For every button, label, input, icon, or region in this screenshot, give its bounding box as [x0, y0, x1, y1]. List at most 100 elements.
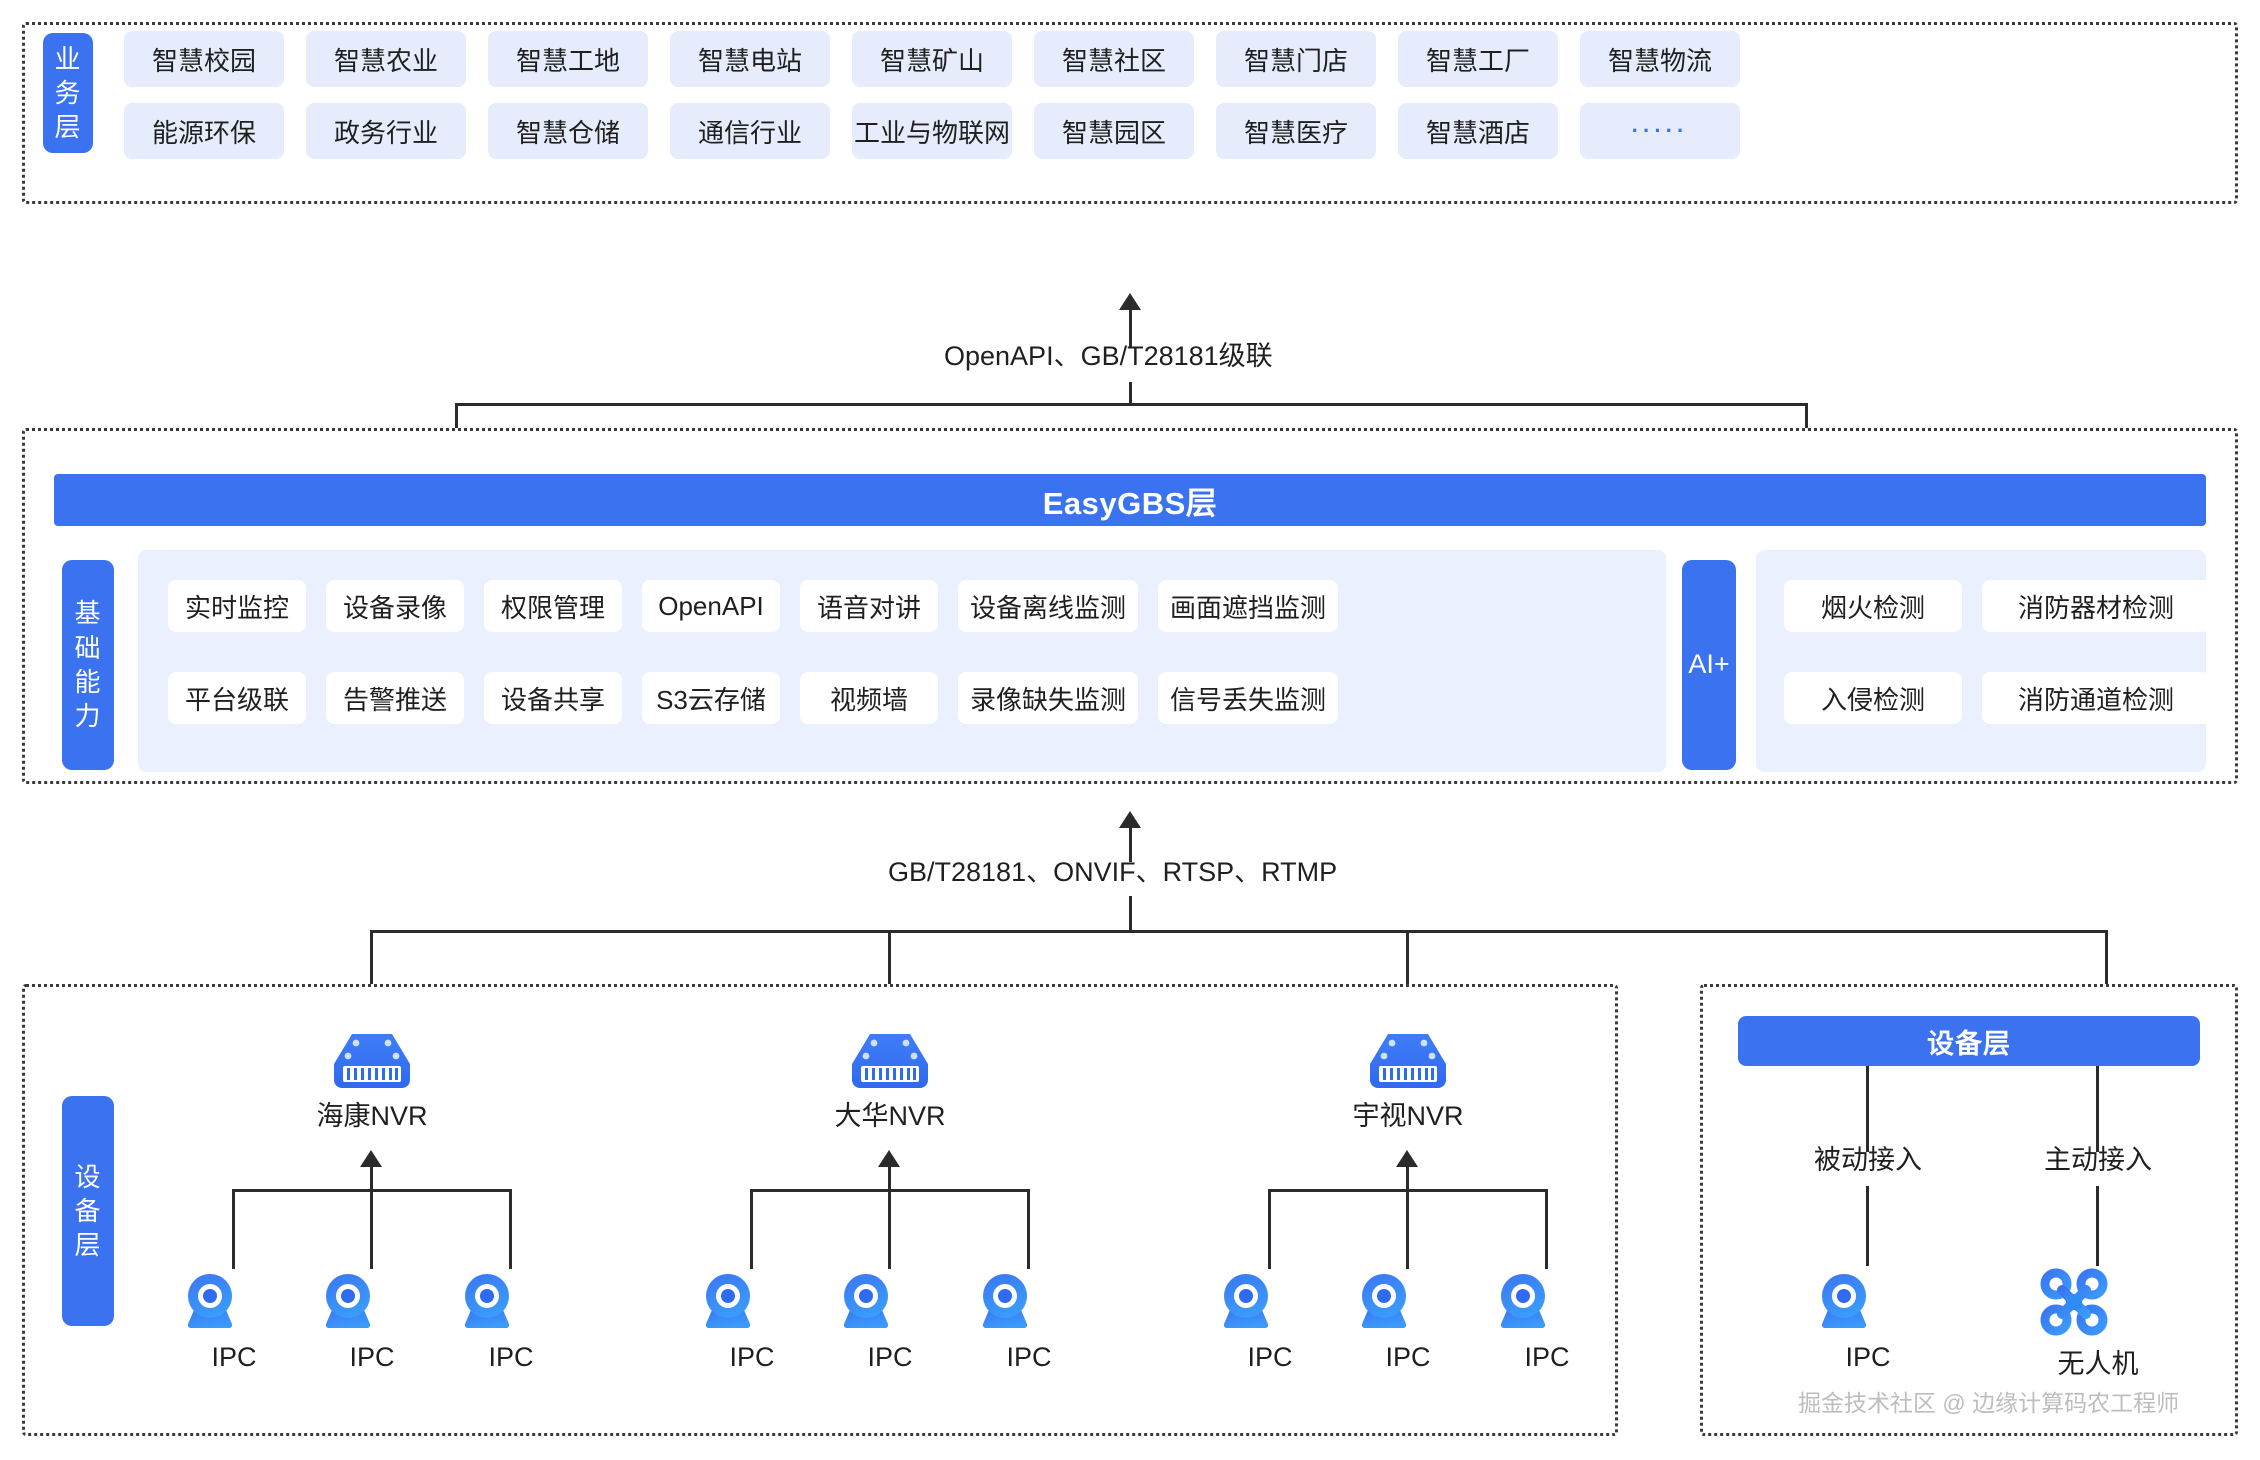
device-layer-panel: [22, 984, 1618, 1436]
device-layer-right-title: 设备层: [1927, 1028, 2011, 1059]
ipc-node: IPC: [1348, 1266, 1468, 1373]
ipc-node: IPC: [830, 1266, 950, 1373]
camera-icon: [325, 1274, 371, 1329]
capability-chip[interactable]: 设备离线监测: [958, 580, 1138, 632]
ai-capability-chip[interactable]: 入侵检测: [1784, 672, 1962, 724]
camera-icon: [464, 1274, 510, 1329]
connector-vline-bottom: [1129, 826, 1132, 862]
connector-label-bottom: GB/T28181、ONVIF、RTSP、RTMP: [888, 857, 1338, 887]
access-line-passive-bottom: [1866, 1186, 1869, 1266]
access-mode-label-active: 主动接入: [2044, 1145, 2152, 1175]
capability-chip[interactable]: 信号丢失监测: [1158, 672, 1338, 724]
ipc-label: IPC: [1247, 1342, 1293, 1372]
nvr-icon: [326, 1030, 418, 1092]
ipc-node: IPC: [692, 1266, 812, 1373]
capability-chip[interactable]: OpenAPI: [642, 580, 780, 632]
capability-chip[interactable]: 平台级联: [168, 672, 306, 724]
business-layer-tab: 业务层: [43, 33, 93, 153]
access-line-passive-top: [1866, 1066, 1869, 1152]
capability-chip[interactable]: 告警推送: [326, 672, 464, 724]
connector-branch-right-top: [1805, 403, 1808, 428]
capability-tab-label: 基础能力: [74, 598, 102, 732]
business-chip[interactable]: 政务行业: [306, 103, 466, 159]
business-chip[interactable]: 智慧医疗: [1216, 103, 1376, 159]
capability-chip[interactable]: 实时监控: [168, 580, 306, 632]
ai-capability-chip[interactable]: 消防通道检测: [1982, 672, 2210, 724]
camera-icon: [982, 1274, 1028, 1329]
connector-vline-bottom-lower: [1129, 896, 1132, 932]
device-layer-tab: 设备层: [62, 1096, 114, 1326]
ipc-node: IPC: [312, 1266, 432, 1373]
business-chip[interactable]: 智慧社区: [1034, 31, 1194, 87]
capability-chip[interactable]: S3云存储: [642, 672, 780, 724]
nvr-arrow-up: [878, 1150, 900, 1167]
ipc-label: IPC: [729, 1342, 775, 1372]
access-line-active-top: [2096, 1066, 2099, 1152]
drone-label: 无人机: [2057, 1349, 2139, 1379]
ai-capability-box: 烟火检测 消防器材检测 入侵检测 消防通道检测: [1756, 550, 2210, 772]
business-chip[interactable]: 智慧园区: [1034, 103, 1194, 159]
camera-icon: [843, 1274, 889, 1329]
nvr-label: 宇视NVR: [1352, 1101, 1464, 1131]
capability-chip[interactable]: 画面遮挡监测: [1158, 580, 1338, 632]
business-row-1: 智慧校园 智慧农业 智慧工地 智慧电站 智慧矿山 智慧社区 智慧门店 智慧工厂 …: [124, 31, 1740, 87]
connector-vline-top-lower: [1129, 382, 1132, 406]
business-chip[interactable]: 工业与物联网: [852, 103, 1012, 159]
business-chip[interactable]: 智慧酒店: [1398, 103, 1558, 159]
business-chip[interactable]: 能源环保: [124, 103, 284, 159]
capability-chip[interactable]: 设备录像: [326, 580, 464, 632]
ipc-node: IPC: [969, 1266, 1089, 1373]
business-chip[interactable]: 智慧物流: [1580, 31, 1740, 87]
capability-chip[interactable]: 设备共享: [484, 672, 622, 724]
ai-row-1: 烟火检测 消防器材检测: [1784, 580, 2210, 632]
capability-box: 实时监控 设备录像 权限管理 OpenAPI 语音对讲 设备离线监测 画面遮挡监…: [138, 550, 1666, 772]
camera-icon: [1821, 1274, 1867, 1329]
camera-icon: [187, 1274, 233, 1329]
ipc-drop: [1406, 1189, 1409, 1269]
business-chip[interactable]: 智慧工厂: [1398, 31, 1558, 87]
nvr-stem: [1406, 1165, 1409, 1191]
ipc-drop: [509, 1189, 512, 1269]
nvr-arrow-up: [360, 1150, 382, 1167]
business-chip[interactable]: 通信行业: [670, 103, 830, 159]
access-mode-label-passive: 被动接入: [1814, 1145, 1922, 1175]
business-chip[interactable]: 智慧仓储: [488, 103, 648, 159]
capability-chip[interactable]: 录像缺失监测: [958, 672, 1138, 724]
business-chip-more[interactable]: ·····: [1580, 103, 1740, 159]
ipc-label: IPC: [211, 1342, 257, 1372]
ai-capability-chip[interactable]: 消防器材检测: [1982, 580, 2210, 632]
easygbs-title-bar: EasyGBS层: [54, 474, 2206, 526]
connector-hline-top: [455, 403, 1808, 406]
capability-row-2: 平台级联 告警推送 设备共享 S3云存储 视频墙 录像缺失监测 信号丢失监测: [168, 672, 1338, 724]
device-layer-right-title-bar: 设备层: [1738, 1016, 2200, 1066]
ipc-node: IPC: [1487, 1266, 1607, 1373]
capability-chip[interactable]: 语音对讲: [800, 580, 938, 632]
ipc-node-passive: IPC: [1808, 1266, 1928, 1373]
ipc-drop: [1268, 1189, 1271, 1269]
capability-chip[interactable]: 视频墙: [800, 672, 938, 724]
camera-icon: [1223, 1274, 1269, 1329]
drone-node: 无人机: [2038, 1266, 2158, 1381]
easygbs-title: EasyGBS层: [1042, 485, 1218, 521]
nvr-icon: [844, 1030, 936, 1092]
ipc-label: IPC: [1006, 1342, 1052, 1372]
ipc-node: IPC: [1210, 1266, 1330, 1373]
ipc-label: IPC: [1385, 1342, 1431, 1372]
nvr-label: 海康NVR: [316, 1101, 428, 1131]
business-chip[interactable]: 智慧校园: [124, 31, 284, 87]
ipc-node: IPC: [451, 1266, 571, 1373]
business-chip[interactable]: 智慧电站: [670, 31, 830, 87]
business-chip[interactable]: 智慧矿山: [852, 31, 1012, 87]
business-chip[interactable]: 智慧农业: [306, 31, 466, 87]
camera-icon: [705, 1274, 751, 1329]
nvr-arrow-up: [1396, 1150, 1418, 1167]
capability-chip[interactable]: 权限管理: [484, 580, 622, 632]
connector-branch-left-top: [455, 403, 458, 428]
nvr-stem: [888, 1165, 891, 1191]
business-chip[interactable]: 智慧工地: [488, 31, 648, 87]
ai-plus-tab-label: AI+: [1688, 649, 1730, 680]
watermark: 掘金技术社区 @ 边缘计算码农工程师: [1798, 1390, 2180, 1416]
business-chip[interactable]: 智慧门店: [1216, 31, 1376, 87]
ai-capability-chip[interactable]: 烟火检测: [1784, 580, 1962, 632]
